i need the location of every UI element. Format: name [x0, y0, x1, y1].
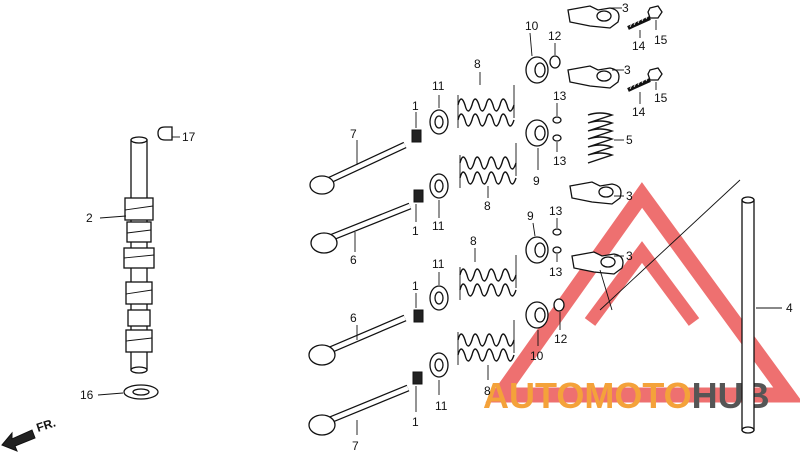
callout-14-a: 14 — [632, 39, 646, 53]
dowel-pin-1 — [552, 116, 562, 124]
callout-8-a: 8 — [474, 57, 481, 71]
callout-12-b: 12 — [554, 332, 568, 346]
callout-11-d: 11 — [435, 399, 448, 413]
watermark-logo: AUTOMOTOHUB — [483, 182, 800, 416]
valve-stem-seal-top — [549, 55, 561, 69]
dowel-pin-2 — [552, 134, 562, 142]
spring-seat-1 — [429, 109, 449, 135]
valve-cotter-2 — [413, 189, 424, 203]
callout-1-d: 1 — [412, 415, 419, 429]
rocker-arm-3 — [569, 181, 622, 205]
spring-retainer-9-bottom — [525, 236, 549, 264]
camshaft — [123, 136, 155, 374]
callout-6-bottom: 6 — [350, 311, 357, 325]
callout-8-c: 8 — [470, 234, 477, 248]
rocker-arm-1 — [567, 5, 620, 29]
callout-3-d: 3 — [626, 249, 633, 263]
callout-11-c: 11 — [432, 257, 445, 271]
plug-cap — [157, 126, 173, 141]
valve-spring-2 — [459, 143, 517, 188]
rocker-arm-2 — [567, 65, 620, 89]
valve-intake-bottom — [308, 314, 407, 366]
spring-retainer-9-top — [525, 119, 549, 147]
valve-exhaust-bottom — [308, 384, 410, 436]
callout-3-b: 3 — [624, 63, 631, 77]
valve-exhaust-top — [309, 141, 407, 195]
spring-retainer-10-top — [525, 56, 549, 84]
callout-8-d: 8 — [484, 384, 491, 398]
spring-retainer-10-bottom — [525, 301, 549, 329]
spring-seat-3 — [429, 285, 449, 311]
callout-2: 2 — [86, 211, 93, 225]
callout-7-top: 7 — [350, 127, 357, 141]
callout-3-c: 3 — [626, 189, 633, 203]
rocker-spring — [587, 112, 615, 164]
callout-13-a: 13 — [553, 89, 567, 103]
valve-spring-4 — [457, 320, 515, 365]
rocker-shaft — [599, 179, 755, 434]
callout-10-a: 10 — [525, 19, 539, 33]
svg-text:AUTOMOTOHUB: AUTOMOTOHUB — [483, 375, 770, 416]
direction-label: FR. — [35, 416, 58, 435]
spring-seat-4 — [429, 352, 449, 378]
spring-seat-2 — [429, 173, 449, 199]
valve-intake-top — [310, 202, 412, 254]
callout-11-a: 11 — [432, 79, 445, 93]
callout-1-a: 1 — [412, 99, 419, 113]
watermark-text-gray: HUB — [692, 375, 770, 416]
callout-14-b: 14 — [632, 105, 646, 119]
valve-spring-3 — [459, 255, 517, 300]
callout-1-b: 1 — [412, 224, 419, 238]
valve-cotter-3 — [413, 309, 424, 323]
callout-12-a: 12 — [548, 29, 562, 43]
callout-10-b: 10 — [530, 349, 544, 363]
adjusting-screw-bottom — [627, 76, 651, 92]
dowel-pin-3 — [552, 228, 562, 236]
callout-4: 4 — [786, 301, 793, 315]
callout-1-c: 1 — [412, 279, 419, 293]
valve-cotter-1 — [411, 129, 422, 143]
callout-5: 5 — [626, 133, 633, 147]
front-direction-arrow-icon — [1, 429, 36, 452]
callout-7-bottom: 7 — [352, 439, 359, 453]
callout-15-b: 15 — [654, 91, 668, 105]
lock-nut-top — [647, 5, 663, 19]
callout-13-b: 13 — [553, 154, 567, 168]
lock-nut-bottom — [647, 67, 663, 81]
callout-17: 17 — [182, 130, 196, 144]
valve-cotter-4 — [412, 371, 423, 385]
callout-3-a: 3 — [622, 1, 629, 15]
callout-8-b: 8 — [484, 199, 491, 213]
callout-6-top: 6 — [350, 253, 357, 267]
dowel-pin-4 — [552, 246, 562, 254]
callout-16: 16 — [80, 388, 94, 402]
callout-11-b: 11 — [432, 219, 445, 233]
watermark-text-orange: AUTOMOTO — [483, 375, 692, 416]
callout-9-a: 9 — [533, 174, 540, 188]
adjusting-screw-top — [627, 14, 651, 30]
valve-stem-seal-bottom — [553, 298, 565, 312]
callout-13-d: 13 — [549, 265, 563, 279]
rocker-arm-4 — [571, 251, 624, 275]
callout-15-a: 15 — [654, 33, 668, 47]
callout-9-b: 9 — [527, 209, 534, 223]
callout-13-c: 13 — [549, 204, 563, 218]
valve-spring-1 — [457, 85, 515, 128]
